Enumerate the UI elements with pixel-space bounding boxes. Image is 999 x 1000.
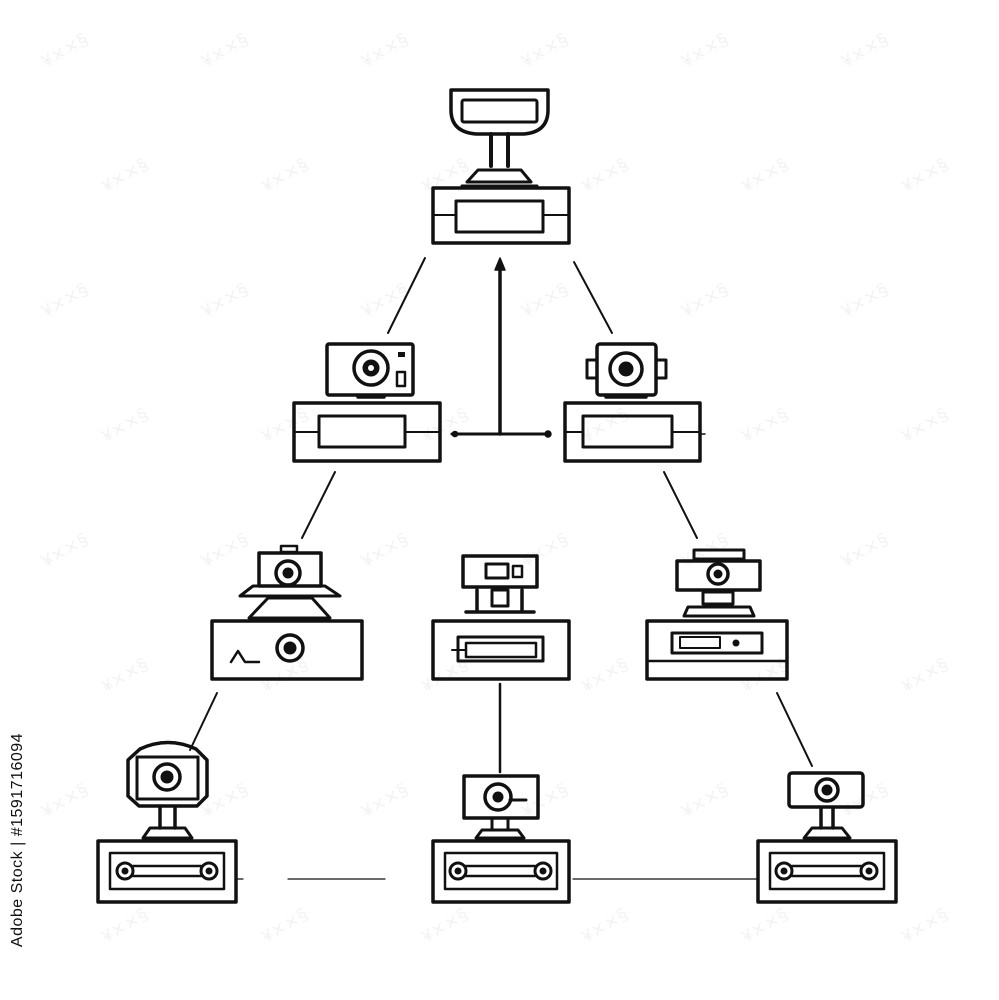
node-level4-right [756, 771, 898, 904]
root-display-panel [454, 199, 545, 234]
node-level3-right [645, 548, 789, 681]
camera-icon [325, 342, 415, 399]
level3-left-signal-glyph [229, 649, 261, 664]
stock-id-label: Adobe Stock | #1591716094 [6, 733, 30, 947]
level4-right-base-box [756, 839, 898, 904]
level2-right-display-panel [581, 414, 674, 449]
level3-center-base-box [431, 619, 571, 681]
junction-dot-left [451, 430, 459, 438]
node-level3-center [431, 554, 571, 681]
webcam-icon [675, 548, 762, 618]
level3-right-base-box [645, 619, 789, 681]
camera-icon [126, 740, 209, 840]
projector-camera-icon [238, 544, 342, 620]
connector-left-to-level3-left [301, 471, 336, 539]
camera-icon [585, 342, 668, 399]
level4-center-base-box [431, 839, 571, 904]
node-level2-right [563, 342, 702, 463]
central-connector [450, 257, 552, 438]
connector-level3-left-to-level4-left [189, 692, 218, 751]
node-level3-left [210, 544, 364, 681]
node-root [431, 88, 571, 245]
level3-left-base-box [210, 619, 364, 681]
webcam-icon [787, 771, 865, 840]
arrow-head-icon [494, 257, 506, 271]
connector-level3-right-to-level4-right [776, 692, 813, 767]
webcam-icon [462, 774, 540, 840]
connector-right-to-level3-right [663, 471, 698, 539]
stock-id-text: Adobe Stock | #1591716094 [9, 732, 26, 948]
node-level2-left [292, 342, 442, 463]
connector-root-to-right [573, 261, 613, 334]
node-level4-center [431, 774, 571, 904]
connector-root-to-left [387, 257, 426, 334]
level2-left-display-panel [317, 414, 407, 449]
webcam-icon [461, 554, 539, 614]
level3-right-display-panel [670, 631, 764, 655]
connector-lines [189, 257, 813, 880]
trophy-camera-icon [449, 88, 550, 188]
node-level4-left [96, 740, 238, 904]
level4-left-base-box [96, 839, 238, 904]
junction-dot-right [544, 430, 552, 438]
level3-left-knob [275, 633, 305, 663]
